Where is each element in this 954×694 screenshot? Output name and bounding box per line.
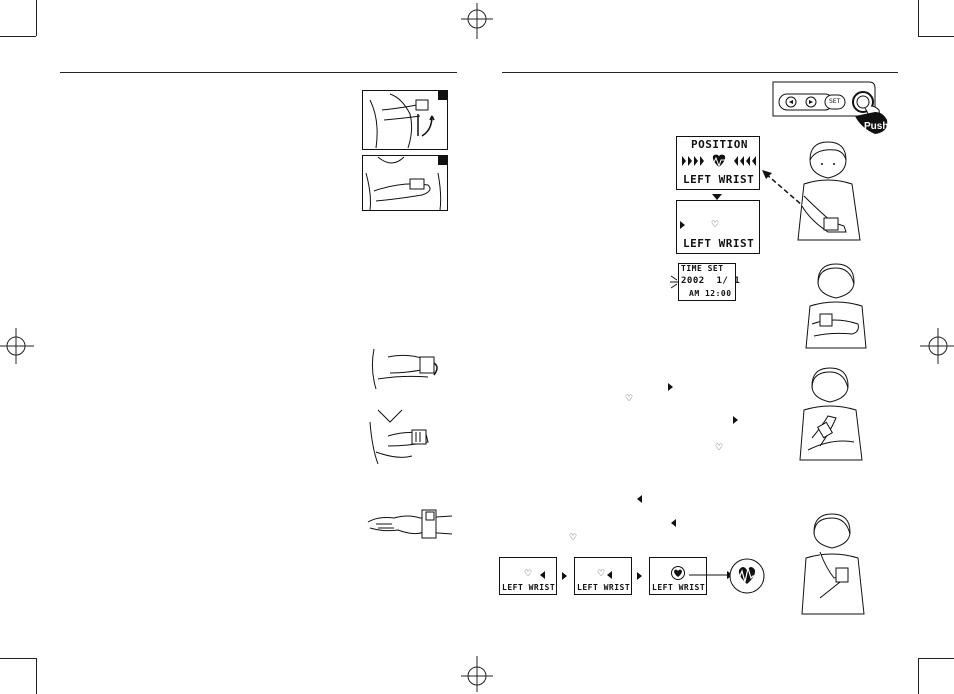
crop-mark — [918, 658, 919, 694]
sequence-arrow-icon — [637, 572, 642, 580]
heart-icon: ♡ — [715, 443, 724, 453]
lcd-position-wrist: LEFT WRIST — [683, 173, 755, 186]
crop-mark — [0, 36, 36, 37]
arm-position-illustration-1 — [371, 348, 438, 390]
registration-mark-top — [461, 3, 493, 39]
pointer-left-icon — [607, 571, 612, 579]
lcd-seq-label: LEFT WRIST — [502, 583, 556, 592]
pointer-right-icon — [668, 383, 673, 391]
sequence-arrow-icon — [562, 572, 567, 580]
pointer-arrow-icon — [689, 571, 733, 579]
crop-mark — [918, 658, 954, 659]
set-button-label: SET — [829, 98, 841, 105]
lcd-position-title: POSITION — [691, 138, 748, 151]
pulse-icon — [729, 558, 765, 594]
registration-mark-right — [920, 328, 954, 364]
registration-mark-bottom — [461, 656, 493, 692]
pointer-right-icon — [733, 416, 738, 424]
wrap-cuff-illustration-1 — [362, 90, 448, 150]
person-checking-monitor-illustration — [797, 141, 861, 241]
person-measuring-illustration — [801, 513, 865, 615]
lcd-wrist-label: LEFT WRIST — [683, 237, 755, 250]
wrap-cuff-illustration-2 — [362, 155, 448, 211]
lcd-seq-1: ♡ LEFT WRIST — [499, 557, 557, 595]
lcd-wrist-display: ♡ LEFT WRIST — [676, 200, 760, 254]
crop-mark — [36, 0, 37, 36]
arrow-down-icon — [712, 194, 722, 200]
heart-icon: ♡ — [524, 569, 533, 579]
lcd-seq-2: ♡ LEFT WRIST — [574, 557, 632, 595]
position-arrows-icon — [682, 154, 756, 168]
push-label: Push — [864, 121, 889, 132]
heart-icon: ♡ — [625, 394, 634, 404]
lcd-time-title: TIME SET — [681, 264, 724, 273]
lcd-time-display: TIME SET 2002 1/ 1 AM 12:00 — [678, 263, 740, 301]
lcd-seq-label: LEFT WRIST — [652, 583, 706, 592]
lcd-time-clock: AM 12:00 — [689, 289, 732, 298]
registration-mark-left — [0, 328, 34, 364]
pointer-left-icon — [540, 571, 545, 579]
lcd-position-display: POSITION LEFT WRIST — [676, 136, 760, 190]
lcd-time-date: 2002 1/ 1 — [681, 276, 741, 286]
hand-cuff-illustration — [367, 509, 453, 539]
pointer-right-icon — [680, 221, 685, 229]
crop-mark — [0, 658, 36, 659]
person-arm-crossed-illustration — [805, 263, 867, 349]
heart-pulse-icon — [671, 566, 685, 580]
crop-mark — [918, 0, 919, 36]
crop-mark — [36, 658, 37, 694]
pointer-left-icon — [671, 519, 676, 527]
blink-icon — [670, 275, 678, 289]
heart-icon: ♡ — [597, 569, 606, 579]
lcd-seq-label: LEFT WRIST — [577, 583, 631, 592]
monitor-device-illustration — [772, 81, 888, 134]
crop-mark — [918, 36, 954, 37]
person-wrist-at-heart-illustration — [799, 367, 863, 461]
lcd-seq-3: LEFT WRIST — [649, 557, 707, 595]
left-page-rule — [60, 72, 457, 73]
heart-icon: ♡ — [569, 533, 578, 543]
heart-icon: ♡ — [711, 220, 720, 230]
arm-position-illustration-2 — [369, 409, 429, 465]
pointer-left-icon — [637, 495, 642, 503]
right-page-rule — [502, 72, 898, 73]
